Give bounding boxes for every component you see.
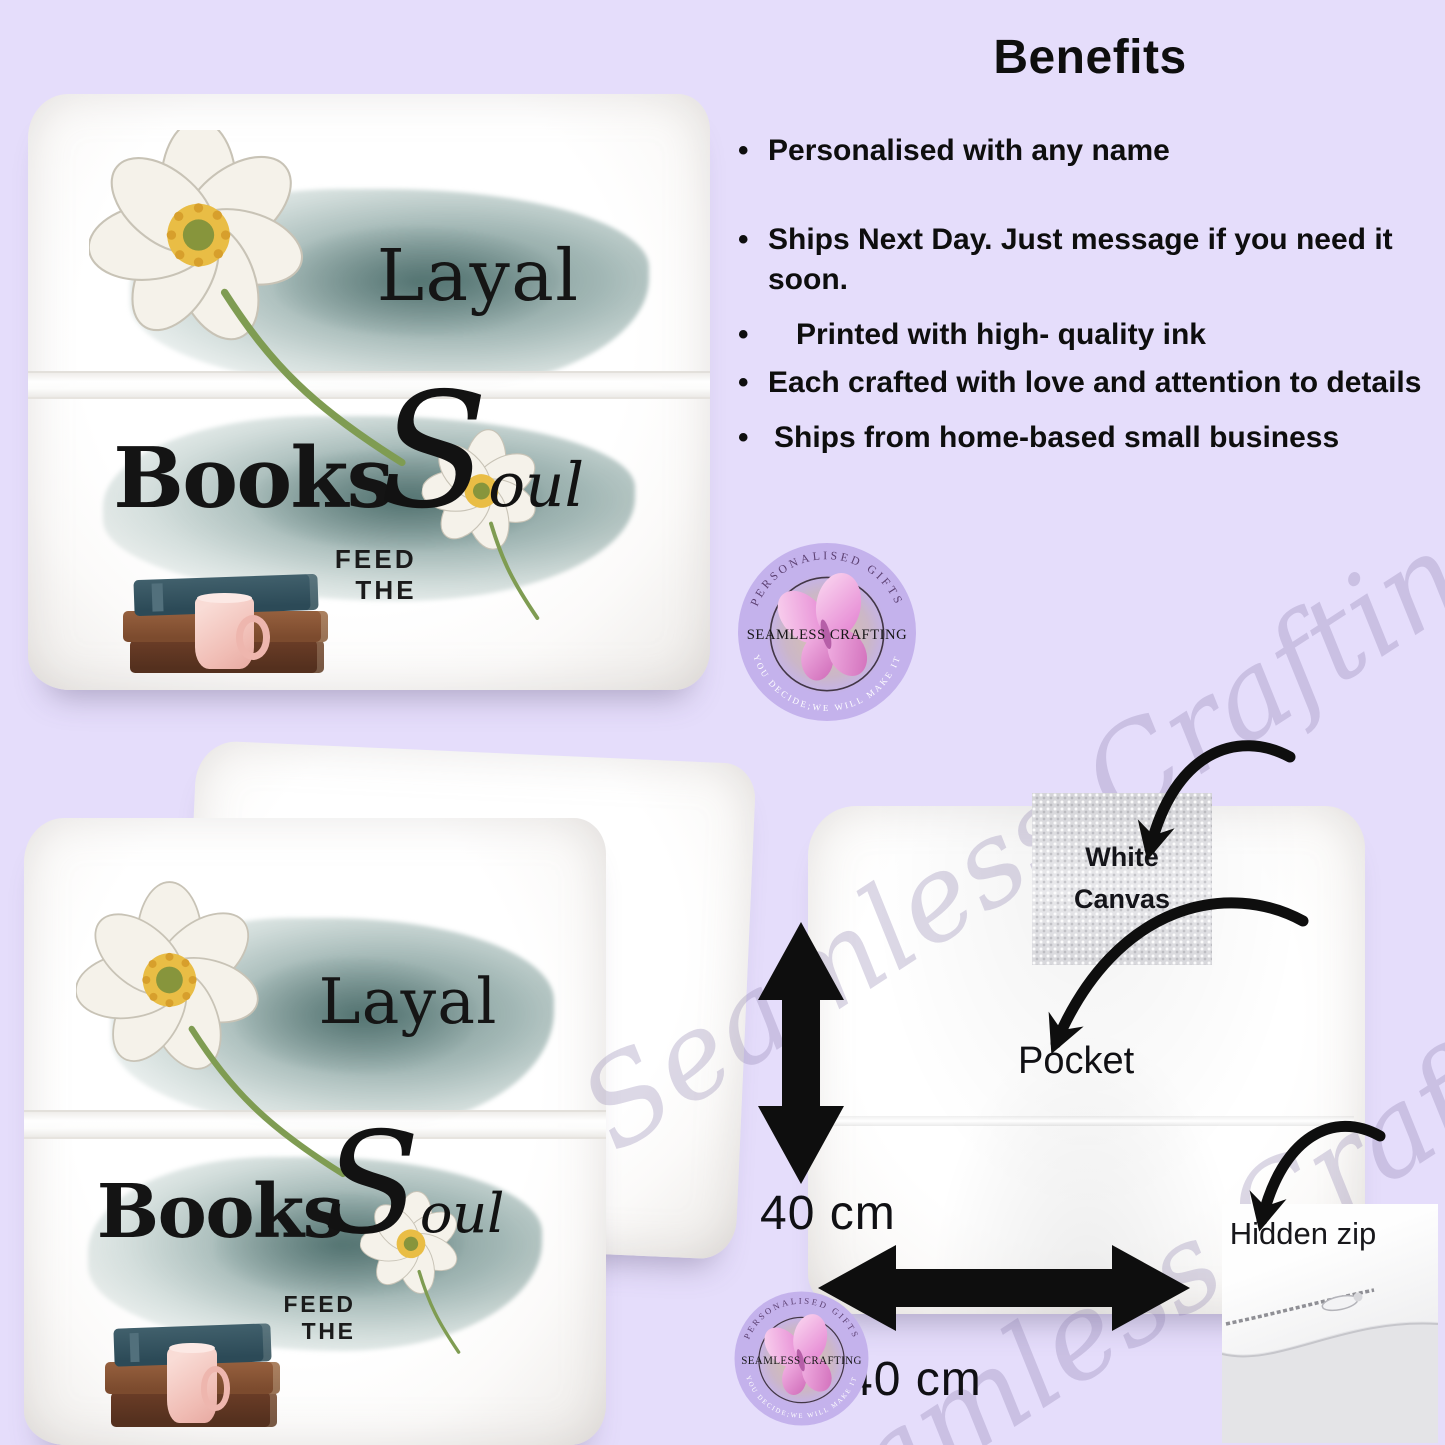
arrow-to-pocket xyxy=(1048,897,1309,1055)
quote-feed-the: Feed the xyxy=(216,1291,356,1345)
benefit-item: • Ships Next Day. Just message if you ne… xyxy=(738,220,1442,301)
pocket-seam xyxy=(28,371,710,399)
logo-brand-name: SEAMLESS CRAFTING xyxy=(747,627,907,643)
quote-feed: Feed xyxy=(334,543,417,574)
mug xyxy=(166,1342,230,1424)
personalised-name: Layal xyxy=(376,234,580,318)
pocket-label: Pocket xyxy=(1018,1040,1135,1082)
quote-feed: Feed xyxy=(283,1291,356,1318)
pocket-seam-back xyxy=(819,1115,1354,1126)
quote-books: Books xyxy=(96,1169,345,1256)
pillow-front-bottom-left: Layal Books Soul Feed the xyxy=(24,818,606,1445)
pillow-front-top-left: Layal Books Soul Feed the xyxy=(28,94,710,690)
bullet-icon: • xyxy=(738,134,749,167)
flower-illustration xyxy=(76,880,347,1177)
personalised-name: Layal xyxy=(318,965,498,1039)
quote-the: the xyxy=(301,1318,356,1345)
pocket-seam xyxy=(24,1109,606,1139)
arrow-to-hidden-zip xyxy=(1249,1120,1386,1232)
benefit-item: • Printed with high- quality ink xyxy=(738,315,1442,356)
arrow-to-white-canvas xyxy=(1137,740,1296,861)
quote-the: the xyxy=(355,574,417,605)
benefits-section: Benefits • Personalised with any name • … xyxy=(738,30,1442,458)
bullet-icon: • xyxy=(738,420,749,454)
width-measure-arrow xyxy=(818,1245,1190,1331)
logo-inner-ring xyxy=(769,576,885,692)
books-and-mug-illustration xyxy=(123,573,329,675)
books-and-mug-illustration xyxy=(105,1323,281,1429)
zip-illustration xyxy=(1222,1288,1438,1443)
seamless-crafting-logo: SEAMLESS CRAFTING PERSONALISED GIFTS YOU… xyxy=(738,543,916,721)
benefit-item: • Each crafted with love and attention t… xyxy=(738,363,1442,404)
seamless-crafting-logo-small: SEAMLESS CRAFTING PERSONALISED GIFTS YOU… xyxy=(734,1291,869,1426)
bullet-icon: • xyxy=(738,317,749,351)
mug xyxy=(195,592,271,670)
benefit-item: • Personalised with any name xyxy=(738,131,1442,172)
bullet-icon: • xyxy=(738,366,749,399)
flower-illustration xyxy=(89,129,406,466)
quote-soul: Soul xyxy=(323,1102,505,1266)
hidden-zip-photo: Hidden zip xyxy=(1222,1204,1438,1443)
bullet-icon: • xyxy=(738,222,749,256)
logo-inner-ring xyxy=(758,1316,845,1404)
butterfly-icon xyxy=(777,572,868,681)
height-measure-arrow xyxy=(758,922,844,1184)
benefit-item: • Ships from home-based small business xyxy=(738,418,1442,459)
benefits-title: Benefits xyxy=(993,31,1187,84)
flower-illustration-small xyxy=(359,1190,461,1354)
quote-feed-the: Feed the xyxy=(253,544,417,605)
quote-soul: Soul xyxy=(379,358,585,544)
width-dimension-label: 40 cm xyxy=(846,1353,982,1406)
height-dimension-label: 40 cm xyxy=(760,1187,896,1240)
quote-books: Books xyxy=(113,427,394,527)
flower-illustration-small xyxy=(421,428,539,620)
logo-brand-name: SEAMLESS CRAFTING xyxy=(741,1355,862,1367)
butterfly-icon xyxy=(764,1314,832,1396)
